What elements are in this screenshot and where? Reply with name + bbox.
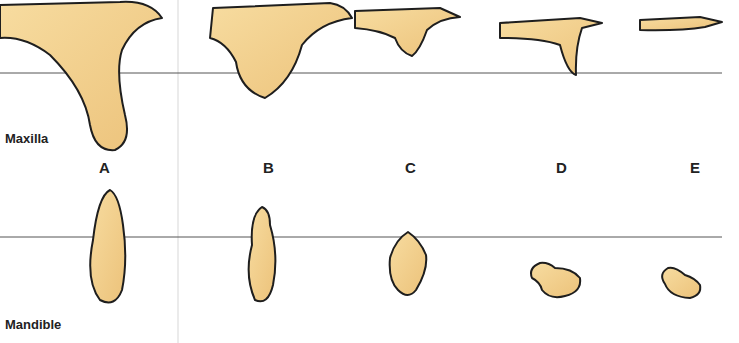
mandible-ridge	[662, 268, 700, 298]
stage-letter: C	[405, 160, 416, 177]
stage-letter: D	[556, 160, 567, 177]
maxilla-ridge	[640, 17, 722, 30]
mandible-ridge	[249, 207, 276, 301]
mandible-ridge	[90, 190, 125, 302]
maxilla-ridge	[355, 8, 460, 56]
stage-letter: A	[99, 160, 110, 177]
jaw-label: Maxilla	[5, 132, 48, 146]
maxilla-ridge	[500, 18, 602, 75]
maxilla-ridge	[0, 2, 162, 150]
stage-letter: B	[263, 160, 274, 177]
divider	[177, 0, 179, 343]
stage-letter: E	[690, 160, 700, 177]
mandible-ridge	[531, 263, 580, 297]
jaw-label: Mandible	[5, 318, 61, 332]
maxilla-ridge	[210, 3, 352, 98]
mandible-ridge	[390, 232, 427, 295]
